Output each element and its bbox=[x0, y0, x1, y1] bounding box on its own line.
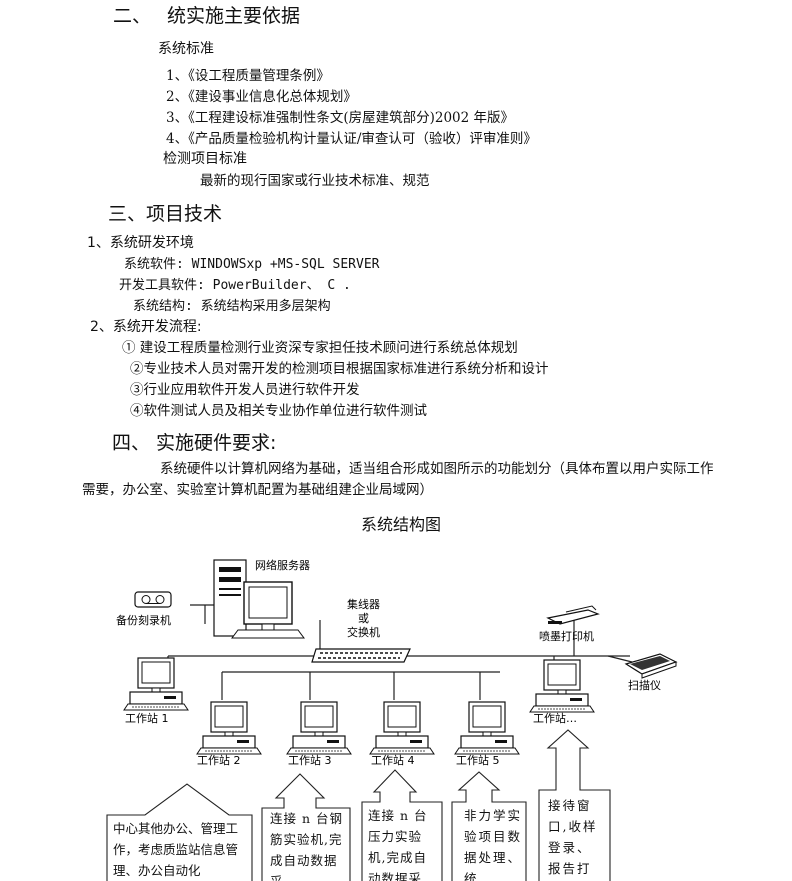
workstation-more-icon bbox=[529, 659, 595, 713]
flow-step-2: ②专业技术人员对需开发的检测项目根据国家标准进行系统分析和设计 bbox=[130, 361, 549, 377]
dev-env-label: 1、系统研发环境 bbox=[87, 235, 194, 251]
scanner-icon bbox=[624, 653, 678, 679]
workstation-5-icon bbox=[454, 701, 520, 755]
hub-label-line3: 交换机 bbox=[347, 625, 380, 639]
printer-label: 喷墨打印机 bbox=[539, 629, 594, 643]
callout-box-3-text: 连接 n 台压力实验机,完成自动数据采 bbox=[368, 808, 428, 881]
workstation-4-label: 工作站 4 bbox=[371, 753, 415, 767]
workstation-1-label: 工作站 1 bbox=[125, 711, 169, 725]
workstation-5-label: 工作站 5 bbox=[456, 753, 500, 767]
workstation-3-icon bbox=[286, 701, 352, 755]
workstation-2-icon bbox=[196, 701, 262, 755]
section4-paragraph: 系统硬件以计算机网络为基础，适当组合形成如图所示的功能划分（具体布置以用户实际工… bbox=[82, 461, 714, 498]
callout-box-1-text: 中心其他办公、管理工作，考虑质监站信息管理、办公自动化 bbox=[113, 821, 239, 878]
callout-box-4-outline bbox=[451, 771, 527, 881]
standard-item-3: 3、《工程建设标准强制性条文(房屋建筑部分)2002 年版》 bbox=[166, 110, 515, 126]
test-standards-text: 最新的现行国家或行业技术标准、规范 bbox=[200, 173, 430, 189]
workstation-1-icon bbox=[123, 657, 189, 711]
section2-heading-number: 二、 bbox=[113, 5, 152, 27]
callout-arrows bbox=[106, 729, 611, 881]
env-line-dev-tools: 开发工具软件: PowerBuilder、 C . bbox=[119, 278, 351, 293]
network-server-icon bbox=[213, 559, 305, 639]
backup-burner-icon bbox=[134, 591, 172, 608]
standard-item-2: 2、《建设事业信息化总体规划》 bbox=[166, 89, 357, 105]
server-label: 网络服务器 bbox=[255, 558, 310, 572]
workstation-3-label: 工作站 3 bbox=[288, 753, 332, 767]
standard-item-1: 1、《设工程质量管理条例》 bbox=[166, 68, 330, 84]
callout-box-5-outline bbox=[538, 729, 611, 881]
hub-label-line2: 或 bbox=[358, 612, 369, 625]
dev-flow-label: 2、系统开发流程: bbox=[90, 319, 202, 335]
flow-step-4: ④软件测试人员及相关专业协作单位进行软件测试 bbox=[130, 403, 427, 419]
diagram-title: 系统结构图 bbox=[361, 515, 442, 534]
workstation-more-label: 工作站… bbox=[533, 711, 577, 725]
test-standards-label: 检测项目标准 bbox=[163, 151, 247, 167]
callout-box-2-text: 连接 n 台钢筋实验机,完成自动数据采 bbox=[270, 811, 343, 881]
section3-heading: 三、项目技术 bbox=[108, 203, 223, 225]
section4-heading: 四、 实施硬件要求: bbox=[112, 432, 277, 454]
flow-step-1: ① 建设工程质量检测行业资深专家担任技术顾问进行系统总体规划 bbox=[122, 340, 518, 356]
burner-label: 备份刻录机 bbox=[116, 613, 171, 627]
callout-box-1-outline bbox=[106, 783, 253, 881]
standard-item-4: 4、《产品质量检验机构计量认证/审查认可（验收）评审准则》 bbox=[166, 131, 537, 147]
scanner-label: 扫描仪 bbox=[628, 678, 661, 692]
callout-box-5-text: 接待窗口,收样登录、报告打印 bbox=[548, 798, 598, 876]
section2-heading: 统实施主要依据 bbox=[167, 5, 301, 27]
inkjet-printer-icon bbox=[546, 605, 600, 625]
callout-box-3-outline bbox=[361, 769, 443, 881]
callout-box-2-outline bbox=[261, 773, 351, 881]
hub-label-line1: 集线器 bbox=[347, 597, 380, 611]
env-line-system-software: 系统软件: WINDOWSxp +MS-SQL SERVER bbox=[124, 257, 380, 272]
system-standards-label: 系统标准 bbox=[158, 41, 214, 57]
workstation-2-label: 工作站 2 bbox=[197, 753, 241, 767]
hub-switch-icon bbox=[311, 648, 411, 663]
env-line-architecture: 系统结构: 系统结构采用多层架构 bbox=[133, 299, 331, 314]
flow-step-3: ③行业应用软件开发人员进行软件开发 bbox=[130, 382, 360, 398]
workstation-4-icon bbox=[369, 701, 435, 755]
callout-box-4-text: 非力学实验项目数据处理、统 bbox=[464, 808, 522, 881]
